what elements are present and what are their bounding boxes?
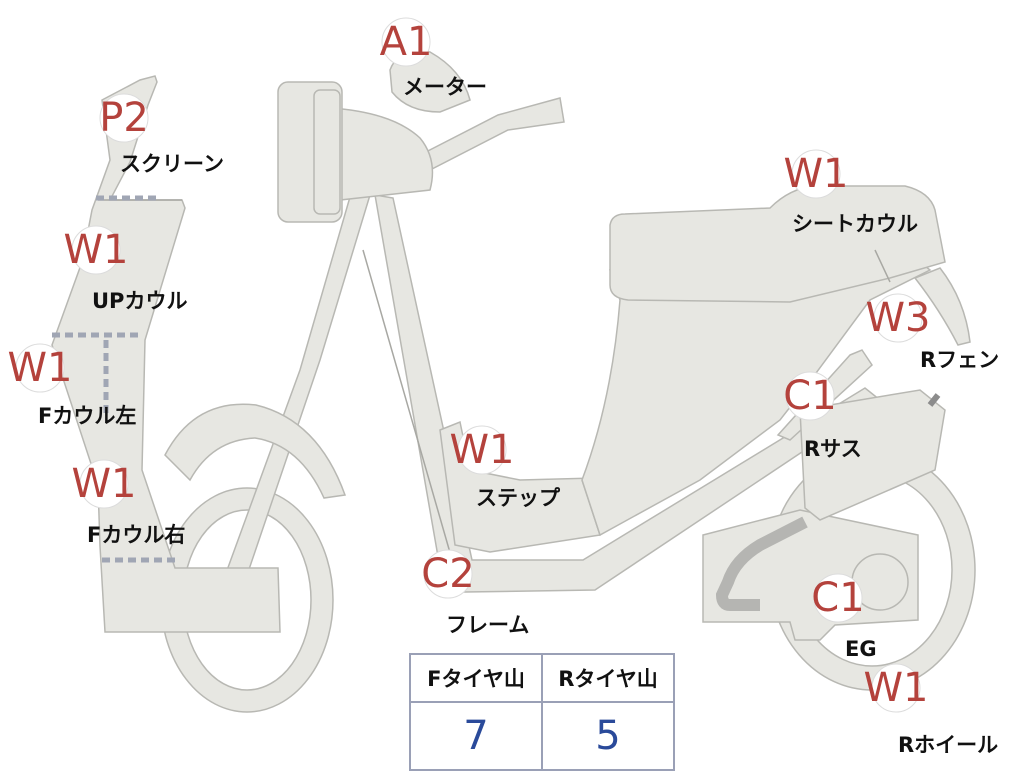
grade-badge-seat-cowl: W1 <box>784 151 849 197</box>
part-meter: A1 メーター <box>380 17 487 99</box>
rear-tire-value: 5 <box>541 701 675 771</box>
front-tire-header: Fタイヤ山 <box>409 653 543 703</box>
part-label-meter: メーター <box>403 75 487 99</box>
grade-badge-screen: P2 <box>99 95 149 141</box>
part-up-cowl: W1 UPカウル <box>64 225 187 313</box>
grade-badge-f-cowl-left: W1 <box>8 345 73 391</box>
engine-shape <box>702 509 919 641</box>
part-screen: P2 スクリーン <box>99 93 224 176</box>
part-step: W1 ステップ <box>450 425 561 510</box>
part-f-cowl-right: W1 Fカウル右 <box>72 459 185 547</box>
part-label-engine: EG <box>845 637 877 661</box>
grade-badge-step: W1 <box>450 427 515 473</box>
part-r-fender: W3 Rフェン <box>866 293 999 372</box>
rear-body-shape <box>581 261 932 537</box>
part-label-r-fender: Rフェン <box>920 348 999 372</box>
part-label-seat-cowl: シートカウル <box>792 212 918 236</box>
part-f-cowl-left: W1 Fカウル左 <box>8 343 136 428</box>
front-tire-value: 7 <box>409 701 543 771</box>
part-label-f-cowl-right: Fカウル右 <box>87 523 185 547</box>
seat-shape <box>609 185 946 303</box>
tire-tread-table: Fタイヤ山 Rタイヤ山 7 5 <box>409 653 675 771</box>
part-engine: C1 EG <box>811 573 877 661</box>
part-label-screen: スクリーン <box>120 152 224 176</box>
handle-stem-shape <box>329 107 434 201</box>
part-seat-cowl: W1 シートカウル <box>784 149 918 236</box>
rear-fender-shape <box>913 267 971 346</box>
front-fender-shape <box>164 403 347 499</box>
part-r-suspension: C1 Rサス <box>783 371 862 461</box>
grade-badge-f-cowl-right: W1 <box>72 461 137 507</box>
grade-badge-frame: C2 <box>421 551 474 597</box>
grade-badge-r-fender: W3 <box>866 295 931 341</box>
rear-tire-header: Rタイヤ山 <box>541 653 675 703</box>
part-r-wheel: W1 Rホイール <box>864 663 998 757</box>
grade-badge-r-suspension: C1 <box>783 373 836 419</box>
part-label-r-suspension: Rサス <box>804 437 862 461</box>
grade-badge-meter: A1 <box>380 19 433 65</box>
part-frame: C2 フレーム <box>421 549 529 637</box>
grade-badge-up-cowl: W1 <box>64 227 129 273</box>
grade-badge-r-wheel: W1 <box>864 665 929 711</box>
headlight-shape <box>277 81 343 223</box>
part-label-up-cowl: UPカウル <box>92 289 187 313</box>
part-label-frame: フレーム <box>446 613 529 637</box>
part-label-f-cowl-left: Fカウル左 <box>38 404 136 428</box>
part-label-r-wheel: Rホイール <box>898 733 998 757</box>
grade-badge-engine: C1 <box>811 575 864 621</box>
part-label-step: ステップ <box>476 486 561 510</box>
